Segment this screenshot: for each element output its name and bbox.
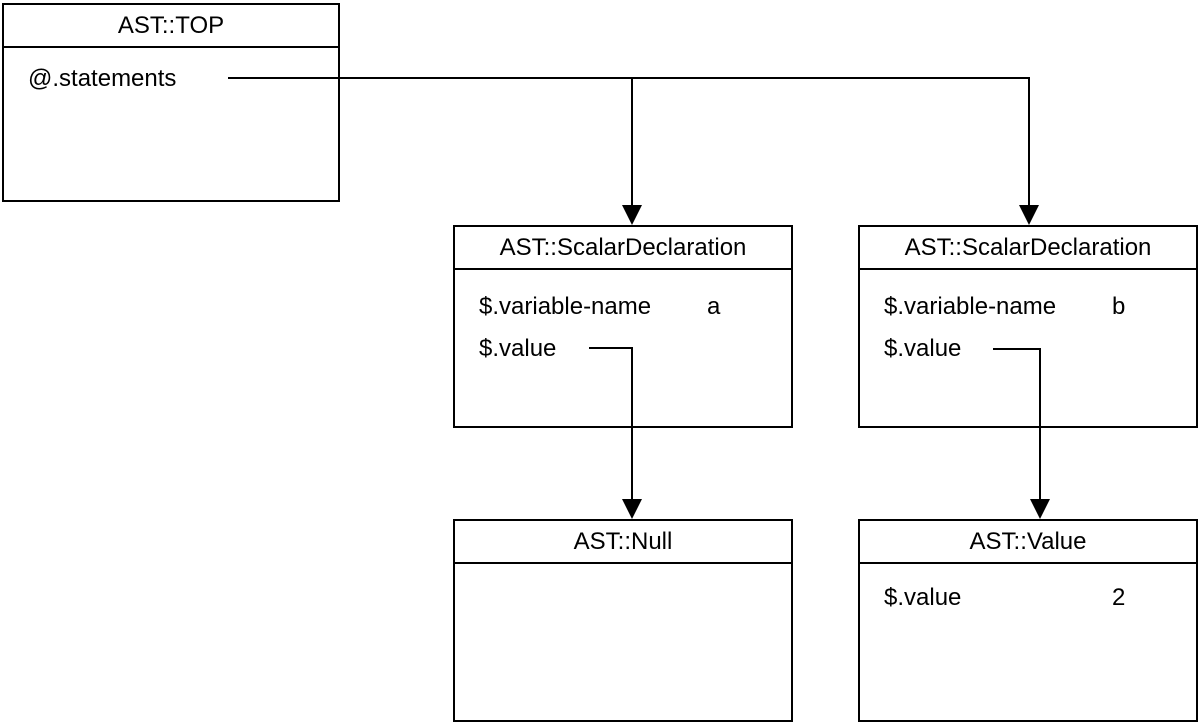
field-name: $.value <box>884 584 962 611</box>
arrowhead-down-icon <box>1019 205 1039 225</box>
connector-statements-branch-left <box>631 77 633 207</box>
node-ast-value: AST::Value $.value 2 <box>858 519 1198 722</box>
node-ast-null: AST::Null <box>453 519 793 722</box>
field-row: @.statements <box>28 58 330 100</box>
connector-value-b-vertical <box>1039 348 1041 499</box>
connector-value-a-horizontal <box>589 347 633 349</box>
field-value: a <box>707 293 721 320</box>
node-scalar-declaration-b: AST::ScalarDeclaration $.variable-name b… <box>858 225 1198 428</box>
node-title: AST::ScalarDeclaration <box>860 227 1196 270</box>
connector-value-a-vertical <box>631 347 633 499</box>
field-name: $.variable-name <box>479 293 652 320</box>
field-value: 2 <box>1112 584 1126 611</box>
field-name: $.variable-name <box>884 293 1057 320</box>
arrowhead-down-icon <box>622 205 642 225</box>
node-ast-top: AST::TOP @.statements <box>2 3 340 202</box>
node-title: AST::ScalarDeclaration <box>455 227 791 270</box>
connector-statements-trunk <box>228 77 1030 79</box>
field-name: @.statements <box>28 65 177 92</box>
field-row: $.value <box>479 328 783 370</box>
node-title: AST::Null <box>455 521 791 564</box>
arrowhead-down-icon <box>1030 499 1050 519</box>
node-body: $.variable-name a $.value <box>455 270 791 370</box>
field-name: $.value <box>479 335 557 362</box>
connector-statements-branch-right <box>1028 77 1030 207</box>
node-body: $.value 2 <box>860 564 1196 619</box>
field-row: $.variable-name a <box>479 286 783 328</box>
field-name: $.value <box>884 335 962 362</box>
node-scalar-declaration-a: AST::ScalarDeclaration $.variable-name a… <box>453 225 793 428</box>
field-row: $.variable-name b <box>884 286 1188 328</box>
node-body: @.statements <box>4 48 338 100</box>
node-body: $.variable-name b $.value <box>860 270 1196 370</box>
field-row: $.value 2 <box>884 577 1188 619</box>
connector-value-b-horizontal <box>993 348 1041 350</box>
field-value: b <box>1112 293 1126 320</box>
arrowhead-down-icon <box>622 499 642 519</box>
field-row: $.value <box>884 328 1188 370</box>
node-title: AST::TOP <box>4 5 338 48</box>
node-title: AST::Value <box>860 521 1196 564</box>
